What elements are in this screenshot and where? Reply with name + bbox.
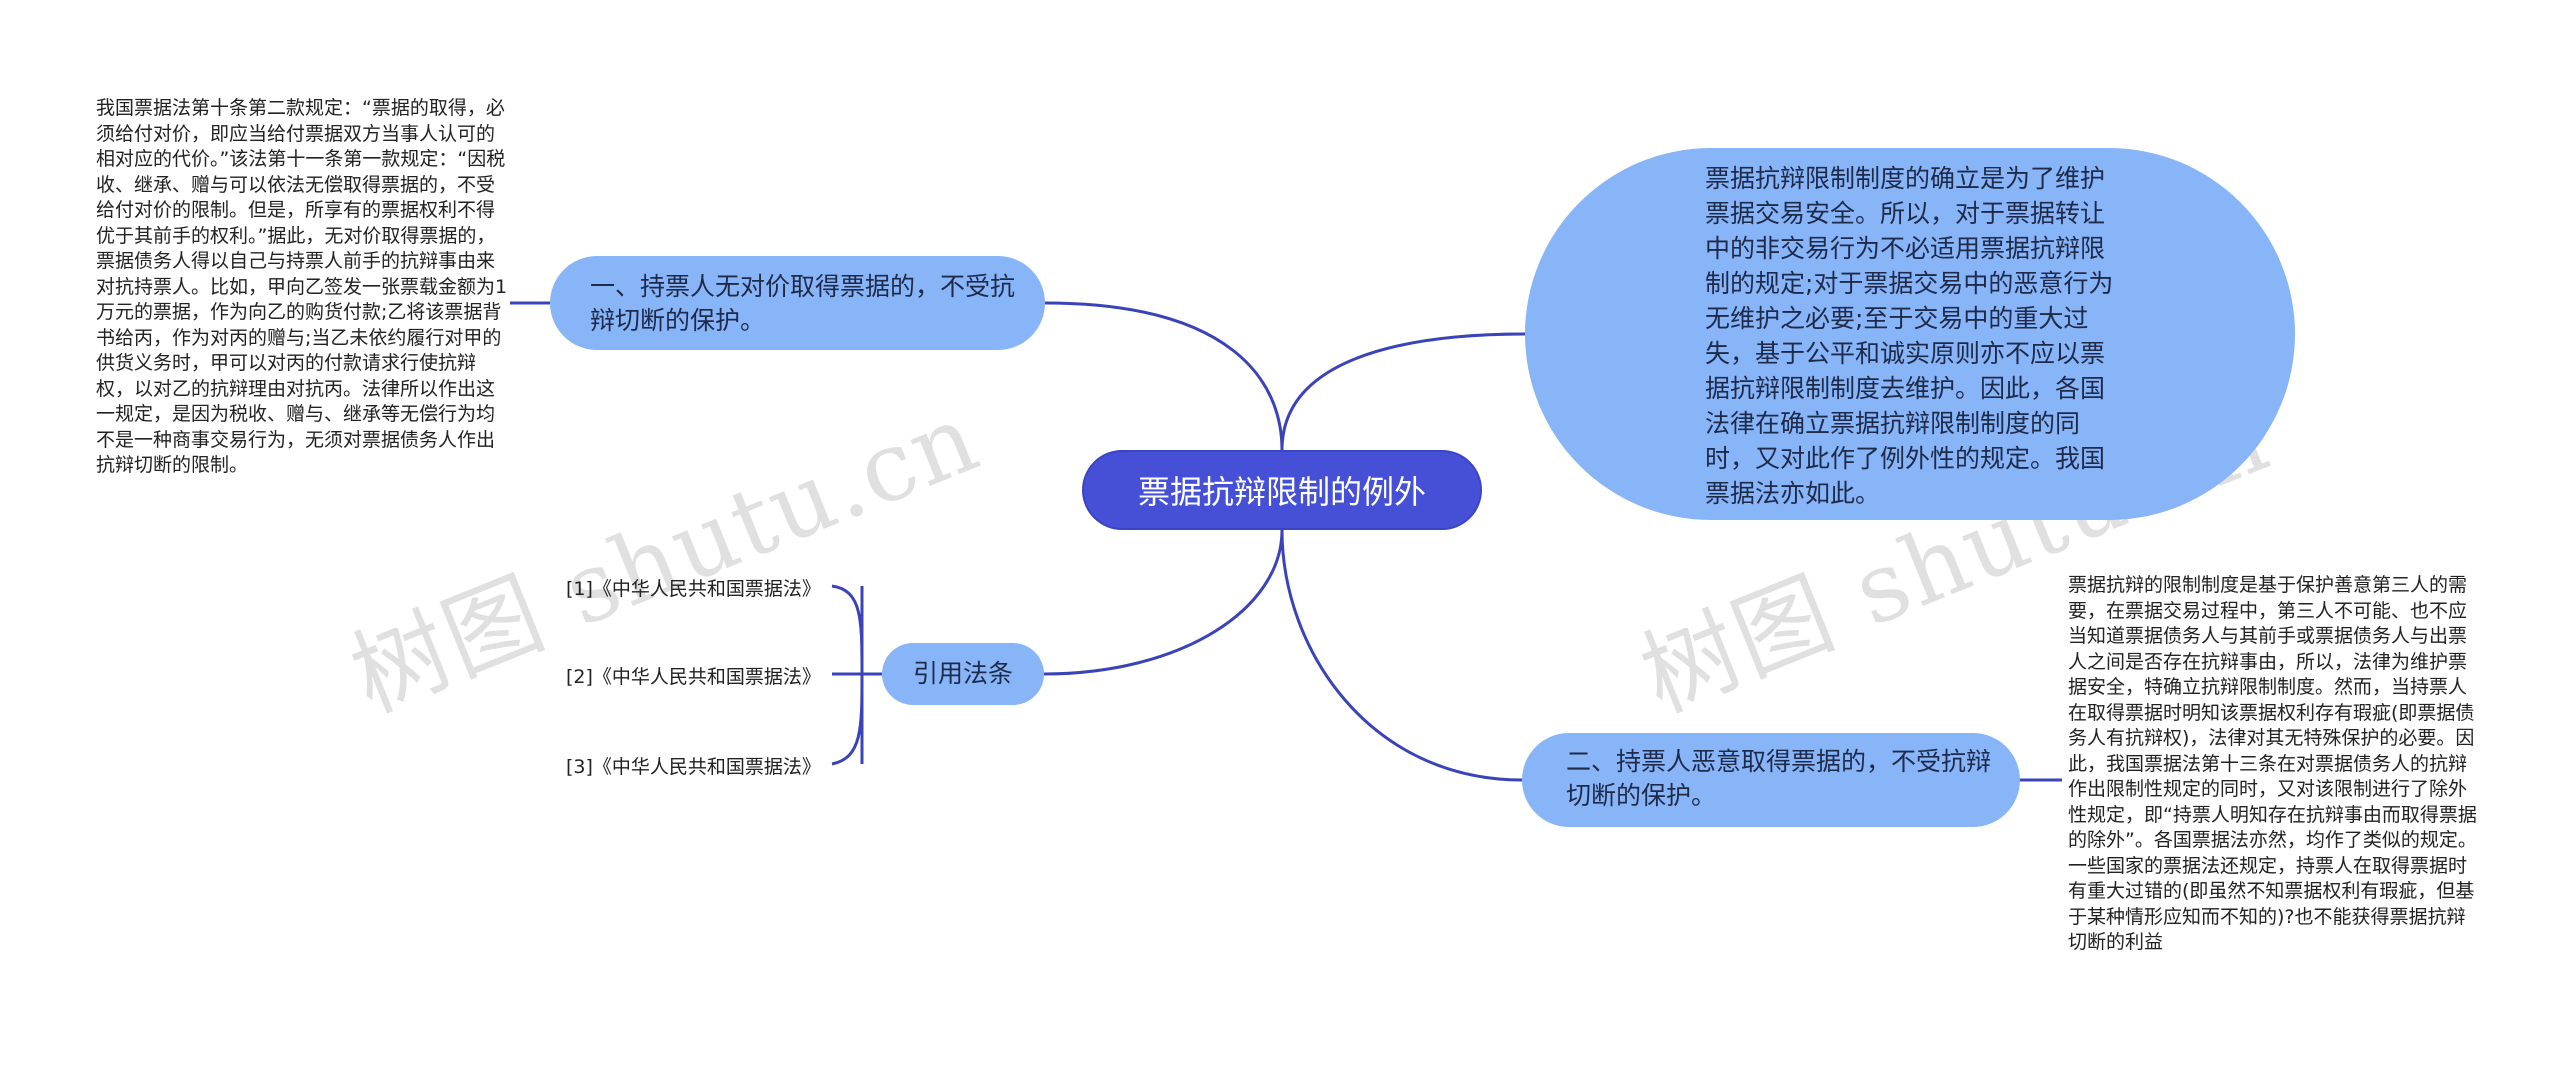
link-root-b3	[1043, 529, 1284, 676]
leaf-bad-faith-detail[interactable]: 票据抗辩的限制制度是基于保护善意第三人的需要，在票据交易过程中，第三人不可能、也…	[2068, 574, 2477, 953]
link-root-b4	[1280, 529, 1523, 782]
root-topic[interactable]: 票据抗辩限制的例外	[1082, 450, 1482, 530]
link-root-b2	[1280, 332, 1526, 451]
reference-item-2[interactable]: [2]《中华人民共和国票据法》	[566, 666, 821, 688]
link-root-b1	[1044, 301, 1284, 451]
branch-references[interactable]: 引用法条	[882, 643, 1044, 705]
bracket-b3-refs	[831, 584, 882, 766]
reference-item-1[interactable]: [1]《中华人民共和国票据法》	[566, 578, 821, 600]
branch-purpose[interactable]: 票据抗辩限制制度的确立是为了维护票据交易安全。所以，对于票据转让中的非交易行为不…	[1525, 148, 2295, 520]
branch-no-consideration[interactable]: 一、持票人无对价取得票据的，不受抗辩切断的保护。	[550, 256, 1045, 350]
reference-item-3[interactable]: [3]《中华人民共和国票据法》	[566, 756, 821, 778]
branch-bad-faith[interactable]: 二、持票人恶意取得票据的，不受抗辩切断的保护。	[1522, 733, 2020, 827]
leaf-no-consideration-detail[interactable]: 我国票据法第十条第二款规定：“票据的取得，必须给付对价，即应当给付票据双方当事人…	[96, 97, 508, 476]
